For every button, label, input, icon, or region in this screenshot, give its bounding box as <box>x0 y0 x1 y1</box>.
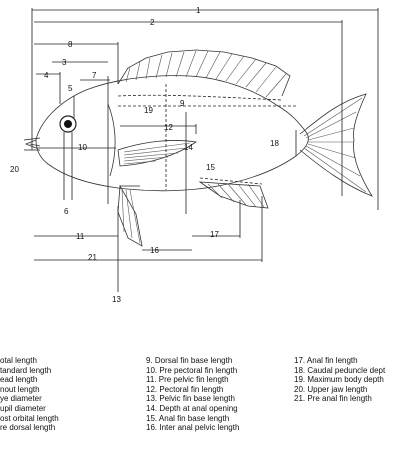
label-10: 10 <box>78 143 87 152</box>
legend-item: 12. Pectoral fin length <box>146 385 239 395</box>
label-16: 16 <box>150 246 159 255</box>
label-13: 13 <box>112 295 121 304</box>
label-1: 1 <box>196 6 201 15</box>
fish-pupil <box>64 120 72 128</box>
label-17: 17 <box>210 230 219 239</box>
measurement-labels: 1 2 8 3 4 7 5 9 19 12 18 10 14 15 20 6 1… <box>10 6 279 304</box>
anal-fin-rays <box>208 184 264 207</box>
legend-item: 19. Maximum body depth <box>294 375 385 385</box>
label-21: 21 <box>88 253 97 262</box>
label-8: 8 <box>68 40 73 49</box>
pelvic-fin-rays <box>122 190 140 243</box>
label-20: 20 <box>10 165 19 174</box>
label-4: 4 <box>44 71 49 80</box>
label-11: 11 <box>76 232 85 241</box>
legend-item: otal length <box>0 356 59 366</box>
fish-measurement-diagram: 1 2 8 3 4 7 5 9 19 12 18 10 14 15 20 6 1… <box>0 0 398 355</box>
pelvic-fin <box>118 186 142 246</box>
label-5: 5 <box>68 84 73 93</box>
label-6: 6 <box>64 207 69 216</box>
legend-item: 18. Caudal peduncle dept <box>294 366 385 376</box>
legend-item: re dorsal length <box>0 423 59 433</box>
legend-item: 14. Depth at anal opening <box>146 404 239 414</box>
fish-mouth <box>26 140 40 148</box>
legend-item: upil diameter <box>0 404 59 414</box>
fish-body-outline <box>36 76 308 191</box>
operculum-line <box>108 104 115 176</box>
label-14: 14 <box>184 143 193 152</box>
legend-item: ost orbital length <box>0 414 59 424</box>
legend-item: ead length <box>0 375 59 385</box>
legend-item: 15. Anal fin base length <box>146 414 239 424</box>
legend-item: ye diameter <box>0 394 59 404</box>
legend-item: 20. Upper jaw length <box>294 385 385 395</box>
legend-item: 10. Pre pectoral fin length <box>146 366 239 376</box>
label-7: 7 <box>92 71 97 80</box>
caudal-fin-rays <box>304 98 366 192</box>
label-9: 9 <box>180 99 185 108</box>
legend-item: 21. Pre anal fin length <box>294 394 385 404</box>
legend-item: 16. Inter anal pelvic length <box>146 423 239 433</box>
legend-item: tandard length <box>0 366 59 376</box>
label-19: 19 <box>144 106 153 115</box>
dorsal-fin-rays <box>126 51 286 97</box>
legend-item: 17. Anal fin length <box>294 356 385 366</box>
pectoral-fin-rays <box>124 143 190 164</box>
label-12: 12 <box>164 123 173 132</box>
legend-item: 9. Dorsal fin base length <box>146 356 239 366</box>
legend-item: 11. Pre pelvic fin length <box>146 375 239 385</box>
legend-item: 13. Pelvic fin base length <box>146 394 239 404</box>
label-3: 3 <box>62 58 67 67</box>
legend-item: nout length <box>0 385 59 395</box>
label-2: 2 <box>150 18 155 27</box>
dorsal-fin <box>118 50 290 96</box>
label-18: 18 <box>270 139 279 148</box>
label-15: 15 <box>206 163 215 172</box>
